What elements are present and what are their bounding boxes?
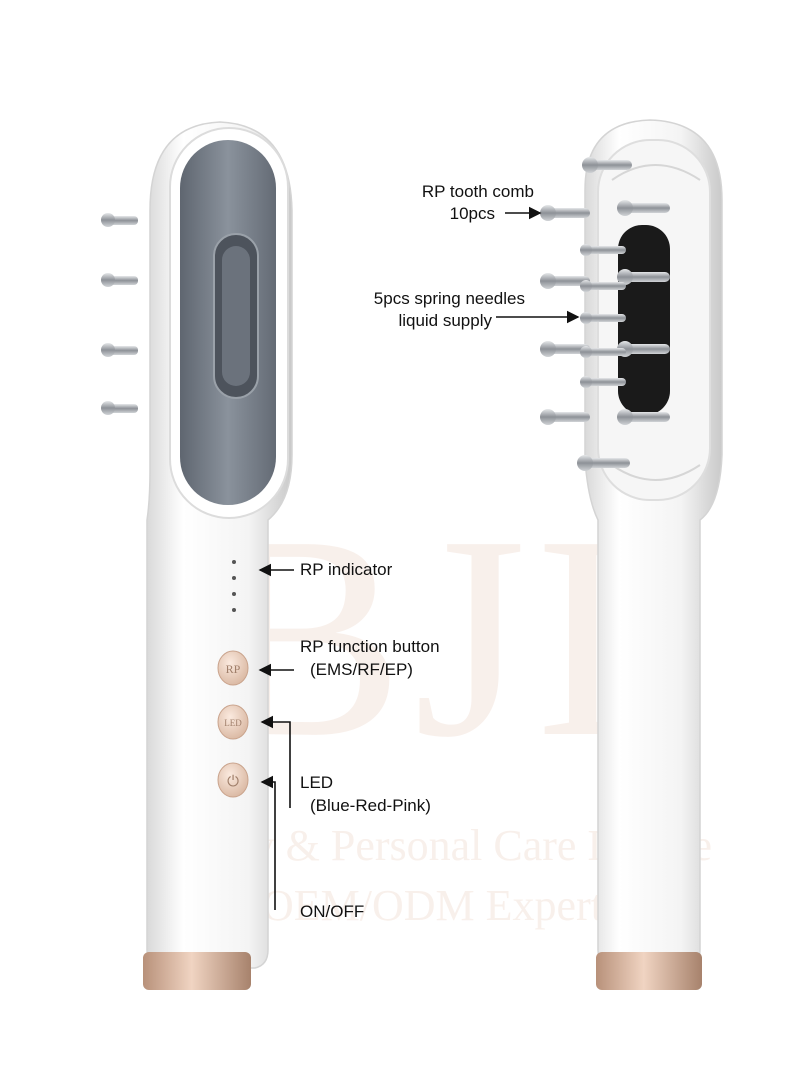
power-button[interactable]: ⏻ xyxy=(217,762,249,798)
spring-needles xyxy=(580,244,626,388)
device-front: RP LED ⏻ xyxy=(101,121,293,990)
label-rp-function-modes: (EMS/RF/EP) xyxy=(310,660,413,679)
label-on-off: ON/OFF xyxy=(300,902,365,921)
svg-text:LED: LED xyxy=(224,718,242,728)
needle-tray xyxy=(618,225,670,415)
label-spring-needles: 5pcs spring needles xyxy=(373,289,525,308)
label-rp-function-button: RP function button xyxy=(300,637,440,656)
callout-arrows xyxy=(258,206,580,910)
rp-indicator-dots xyxy=(232,560,236,612)
label-tooth-comb-count: 10pcs xyxy=(449,204,495,223)
arrow-on-off xyxy=(260,775,276,910)
svg-text:⏻: ⏻ xyxy=(227,772,239,790)
rp-function-button[interactable]: RP xyxy=(217,650,249,686)
side-pins xyxy=(101,213,138,415)
label-led-colors: (Blue-Red-Pink) xyxy=(310,796,431,815)
label-rp-indicator: RP indicator xyxy=(300,560,393,579)
label-liquid-supply: liquid supply xyxy=(398,311,492,330)
watermark-line2: OEM/ODM Expert xyxy=(262,881,603,930)
device-back xyxy=(540,119,723,990)
label-led: LED xyxy=(300,773,334,792)
led-button[interactable]: LED xyxy=(217,704,249,740)
arrow-led xyxy=(260,715,291,808)
label-tooth-comb: RP tooth comb xyxy=(421,182,534,201)
rose-gold-end-cap-back xyxy=(596,952,702,990)
rose-gold-end-cap xyxy=(143,952,251,990)
svg-text:RP: RP xyxy=(226,662,241,676)
